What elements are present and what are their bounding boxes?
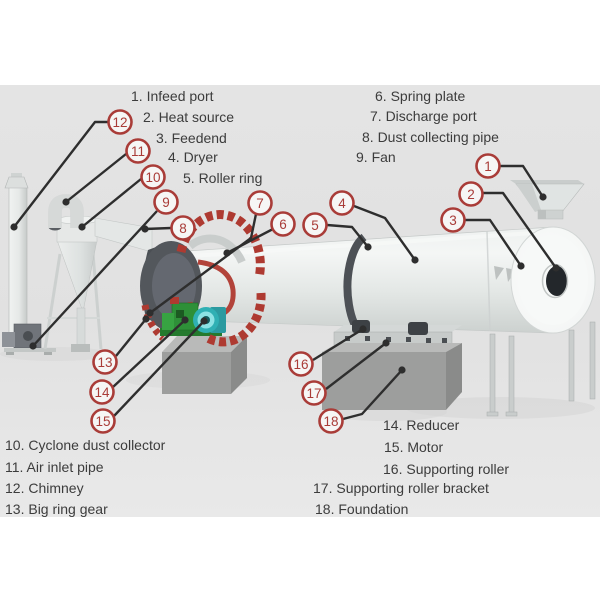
foundation-right — [322, 343, 462, 410]
callout-9: 9 — [29, 189, 179, 350]
callout-line-13 — [115, 318, 147, 357]
callout-18: 18 — [318, 366, 406, 434]
callout-number-8: 8 — [179, 221, 187, 236]
callout-circle-1 — [475, 153, 501, 179]
callout-target-dot-5 — [364, 243, 372, 251]
callout-target-dot-15 — [200, 317, 208, 325]
callout-target-dot-2 — [552, 264, 560, 272]
callout-target-dot-11 — [62, 198, 70, 206]
callout-8: 8 — [141, 215, 196, 241]
callout-3: 3 — [440, 207, 525, 270]
callout-number-2: 2 — [467, 187, 475, 202]
callout-target-dot-14 — [181, 316, 189, 324]
callout-target-dot-7 — [146, 309, 154, 317]
callout-target-dot-10 — [78, 223, 86, 231]
callout-number-18: 18 — [323, 414, 338, 429]
callout-circle-5 — [302, 212, 328, 238]
callout-circle-14 — [89, 379, 115, 405]
callout-number-15: 15 — [95, 414, 110, 429]
big-ring-gear-front-arc — [203, 292, 266, 347]
callout-circle-12 — [107, 109, 133, 135]
callout-number-7: 7 — [256, 196, 264, 211]
callout-circle-17 — [301, 380, 327, 406]
fan — [2, 323, 56, 355]
callout-line-12 — [13, 120, 108, 228]
drum-end-face — [510, 226, 596, 334]
callout-16: 16 — [288, 325, 367, 377]
callout-14: 14 — [89, 316, 189, 405]
callout-circle-4 — [329, 190, 355, 216]
callout-circle-10 — [140, 164, 166, 190]
callout-10: 10 — [78, 164, 166, 231]
callout-number-5: 5 — [311, 218, 319, 233]
callout-circle-11 — [125, 138, 151, 164]
callout-11: 11 — [62, 138, 151, 206]
callout-line-15 — [113, 320, 205, 417]
infeed-hopper — [510, 180, 585, 220]
callout-circle-8 — [170, 215, 196, 241]
callout-number-10: 10 — [145, 170, 160, 185]
foundation-left — [162, 336, 247, 394]
callout-target-dot-13 — [142, 315, 150, 323]
callout-number-6: 6 — [279, 217, 287, 232]
callout-line-4 — [353, 204, 416, 261]
callout-line-2 — [483, 191, 557, 269]
callout-number-1: 1 — [484, 159, 492, 174]
callout-circle-13 — [92, 349, 118, 375]
callout-line-18 — [342, 369, 403, 421]
callout-circle-6 — [270, 211, 296, 237]
callout-number-9: 9 — [162, 195, 170, 210]
callout-1: 1 — [475, 153, 547, 201]
callout-number-4: 4 — [338, 196, 346, 211]
callout-line-9 — [32, 210, 158, 347]
callout-line-8 — [144, 226, 172, 231]
callout-2: 2 — [458, 181, 560, 272]
callout-circle-3 — [440, 207, 466, 233]
callout-number-16: 16 — [293, 357, 308, 372]
callout-target-dot-12 — [10, 223, 18, 231]
callout-target-dot-9 — [29, 342, 37, 350]
callout-number-11: 11 — [131, 144, 145, 159]
callout-target-dot-1 — [539, 193, 547, 201]
callout-number-14: 14 — [94, 385, 110, 400]
callout-circle-2 — [458, 181, 484, 207]
cyclone-dust-collector — [43, 215, 103, 352]
callout-5: 5 — [302, 212, 372, 251]
callout-target-dot-16 — [359, 325, 367, 333]
drum-legs — [486, 321, 596, 417]
callout-line-11 — [65, 153, 127, 203]
callout-line-3 — [465, 218, 522, 267]
callout-circle-18 — [318, 408, 344, 434]
callout-circle-15 — [90, 408, 116, 434]
callout-circle-7 — [247, 190, 273, 216]
callout-line-7 — [149, 213, 258, 314]
callout-7: 7 — [146, 190, 273, 317]
callout-15: 15 — [90, 317, 208, 434]
callout-line-14 — [112, 319, 186, 388]
callout-17: 17 — [301, 339, 390, 406]
callout-number-17: 17 — [306, 386, 321, 401]
callout-target-dot-17 — [382, 339, 390, 347]
callout-line-16 — [312, 327, 364, 362]
callout-13: 13 — [92, 315, 150, 375]
callout-target-dot-4 — [411, 256, 419, 264]
callout-line-10 — [81, 178, 142, 228]
heat-source-opening — [546, 266, 568, 296]
callout-number-13: 13 — [97, 355, 112, 370]
callout-target-dot-18 — [398, 366, 406, 374]
callout-circle-16 — [288, 351, 314, 377]
callout-number-3: 3 — [449, 213, 457, 228]
callout-number-12: 12 — [112, 115, 127, 130]
callout-12: 12 — [10, 109, 133, 231]
callout-4: 4 — [329, 190, 419, 264]
callout-line-5 — [326, 223, 369, 248]
callout-line-1 — [500, 164, 545, 198]
callout-circle-9 — [153, 189, 179, 215]
callout-line-17 — [325, 342, 387, 390]
callout-target-dot-3 — [517, 262, 525, 270]
